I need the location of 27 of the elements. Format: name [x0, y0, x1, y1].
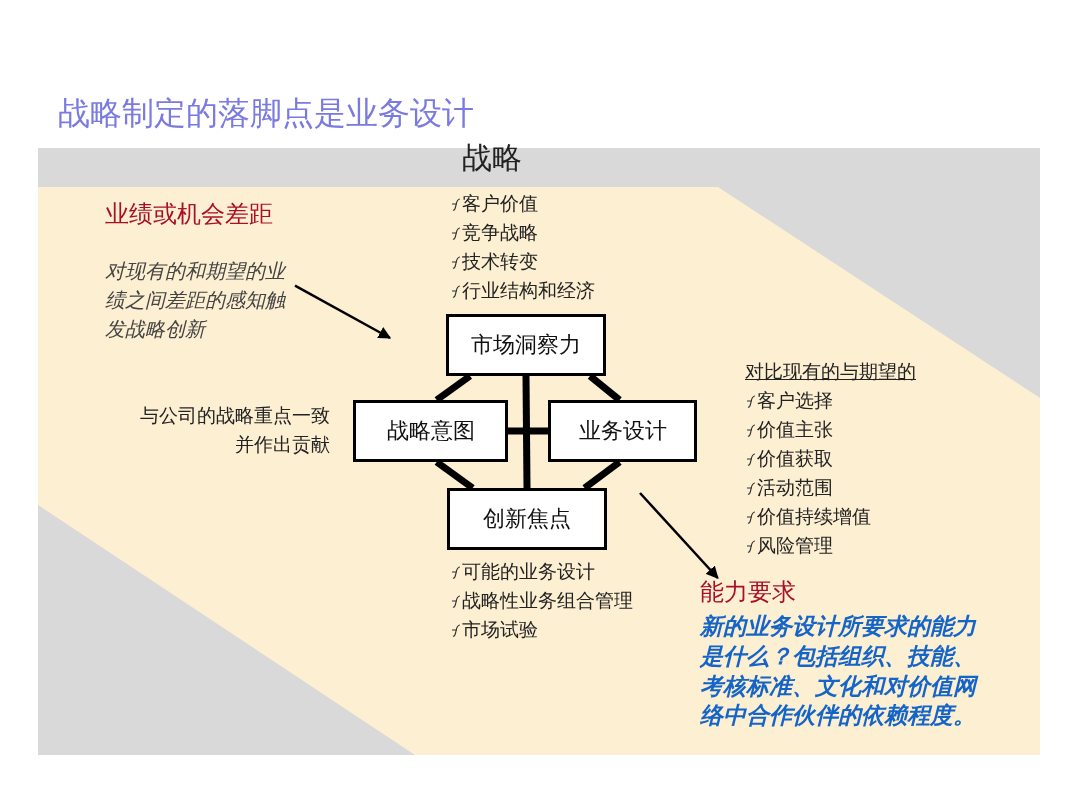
process-box: 业务设计 [548, 400, 697, 462]
heading: 业绩或机会差距 [105, 200, 274, 229]
list-item: 技术转变 [462, 250, 538, 273]
connector-line [522, 375, 531, 489]
description: 对现有的和期望的业绩之间差距的感知触发战略创新 [105, 257, 288, 343]
process-box: 创新焦点 [447, 488, 607, 550]
list-item: 价值获取 [757, 447, 833, 470]
list-item: 活动范围 [757, 476, 833, 499]
connector-line [508, 427, 548, 435]
list-item: 市场试验 [462, 618, 538, 641]
heading: 能力要求 [700, 578, 797, 607]
description: 新的业务设计所要求的能力是什么？包括组织、技能、考核标准、文化和对价值网络中合作伙伴的依赖程度。 [700, 610, 996, 731]
list-item: 价值持续增值 [757, 505, 871, 528]
process-box: 战略意图 [353, 400, 508, 462]
arrow [294, 284, 392, 340]
section-heading: 战略 [462, 140, 522, 176]
process-box: 市场洞察力 [446, 314, 606, 376]
list-item: 竞争战略 [462, 221, 538, 244]
list-item: 价值主张 [757, 418, 833, 441]
arrow [639, 492, 719, 579]
list-item: 风险管理 [757, 534, 833, 557]
note-text: 与公司的战略重点一致并作出贡献 [139, 403, 330, 457]
list-item: 客户选择 [757, 389, 833, 412]
note-text: 对比现有的与期望的 [745, 360, 916, 383]
list-item: 战略性业务组合管理 [462, 589, 633, 612]
list-item: 客户价值 [462, 192, 538, 215]
title: 战略制定的落脚点是业务设计 [58, 93, 474, 134]
